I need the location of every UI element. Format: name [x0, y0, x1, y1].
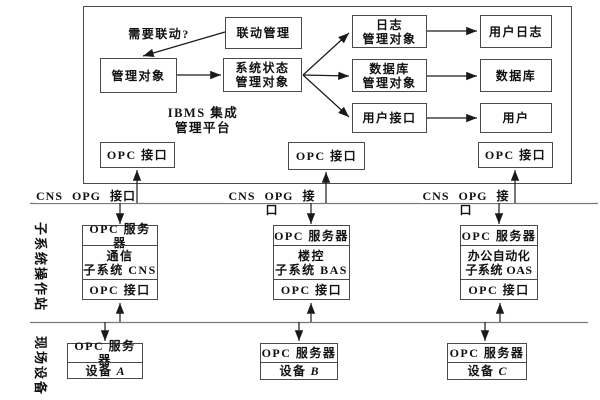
managed-object-box: 管理对象 [100, 58, 177, 93]
opc-server-row: OPC 服务器 [449, 346, 525, 360]
database-box: 数据库 [480, 59, 552, 92]
platform-opc-interface-box-1: OPC 接口 [100, 142, 175, 168]
device-name-label: 设备 [279, 364, 307, 378]
linkage-management-box: 联动管理 [225, 17, 302, 49]
opc-interface-row: OPC 接口 [274, 279, 349, 299]
field-devices-section-label: 现场设备 [33, 336, 48, 397]
device-letter: A [116, 363, 125, 378]
subsystem-stack-cns: OPC 服务器 通信 子系统 CNS OPC 接口 [82, 221, 158, 300]
cns-opg-label-1: CNS OPG 接口 [36, 189, 137, 203]
subsystem-stack-bas: OPC 服务器 楼控 子系统 BAS OPC 接口 [273, 225, 350, 300]
arrow-linkage-to-managed-object [142, 31, 226, 57]
platform-opc-interface-box-3: OPC 接口 [478, 142, 553, 168]
opc-server-row: OPC 服务器 [461, 228, 537, 243]
subsystem-section-label: 子系统操作站 [33, 222, 48, 313]
database-management-box: 数据库 管理对象 [352, 59, 427, 92]
arrow-system-status-to-db-mgmt [302, 71, 350, 80]
device-stack-b: OPC 服务器 设备 B [260, 343, 338, 380]
opc-server-row: OPC 服务器 [74, 339, 136, 367]
device-letter: C [498, 364, 507, 378]
device-name-row: 设备 B [261, 362, 337, 379]
user-log-box: 用户日志 [480, 15, 552, 48]
system-status-box: 系统状态 管理对象 [223, 58, 302, 92]
user-interface-box: 用户接口 [352, 103, 427, 133]
device-stack-c: OPC 服务器 设备 C [447, 343, 527, 380]
linkage-question-label: 需要联动? [128, 27, 190, 41]
subsystem-name-row: 通信 子系统 CNS [83, 245, 157, 279]
device-name-label: 设备 [85, 363, 113, 378]
device-stack-a: OPC 服务器 设备 A [67, 339, 143, 379]
opc-interface-row: OPC 接口 [83, 279, 157, 299]
cns-opg-label-3: CNS OPG 接口 [418, 189, 514, 217]
platform-title: IBMS 集成 管理平台 [167, 106, 239, 135]
cns-opg-label-2: CNS OPG 接口 [224, 189, 320, 217]
opc-interface-row: OPC 接口 [461, 279, 537, 299]
arrow-system-status-to-log-mgmt [302, 32, 350, 76]
platform-frame [83, 6, 572, 184]
arrow-system-status-to-user-if [302, 74, 350, 118]
opc-server-row: OPC 服务器 [274, 228, 349, 243]
subsystem-stack-oas: OPC 服务器 办公自动化 子系统 OAS OPC 接口 [460, 225, 538, 300]
subsystem-name-row: 楼控 子系统 BAS [274, 245, 349, 279]
subsystem-name-row: 办公自动化 子系统 OAS [461, 245, 537, 279]
opc-server-row: OPC 服务器 [89, 221, 151, 250]
log-management-box: 日志 管理对象 [352, 15, 427, 48]
device-name-row: 设备 C [448, 362, 526, 379]
user-box: 用户 [480, 103, 552, 133]
device-name-label: 设备 [467, 364, 495, 378]
opc-server-row: OPC 服务器 [261, 346, 337, 360]
platform-opc-interface-box-2: OPC 接口 [288, 142, 365, 170]
device-letter: B [310, 364, 319, 378]
device-name-row: 设备 A [68, 362, 142, 378]
